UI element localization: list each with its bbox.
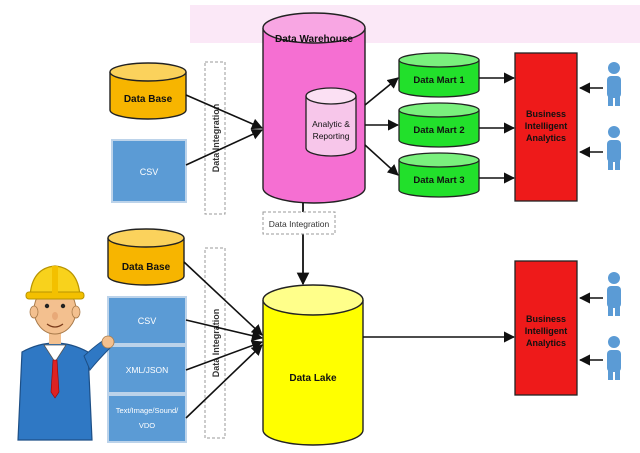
top-bi-line2: Intelligent bbox=[525, 121, 568, 131]
top-database-cylinder: Data Base bbox=[109, 62, 187, 120]
top-csv-label: CSV bbox=[140, 167, 159, 177]
data-mart-1: Data Mart 1 bbox=[398, 52, 480, 98]
top-database-label: Data Base bbox=[124, 94, 173, 105]
user-icon bbox=[607, 272, 621, 316]
bottom-integration-box: Data Integration bbox=[204, 247, 226, 439]
middle-integration-box: Data Integration bbox=[262, 211, 336, 235]
data-mart-3-label: Data Mart 3 bbox=[413, 175, 464, 186]
data-mart-2-label: Data Mart 2 bbox=[413, 125, 464, 136]
arrow-bottom-xml-to-lake bbox=[185, 340, 264, 371]
bottom-xml-box: XML/JSON bbox=[107, 345, 187, 394]
analytic-reporting-cylinder: Analytic & Reporting bbox=[305, 87, 357, 157]
bottom-xml-label: XML/JSON bbox=[126, 365, 169, 375]
data-mart-3: Data Mart 3 bbox=[398, 152, 480, 198]
data-lake-label: Data Lake bbox=[289, 373, 337, 384]
top-bi-box: Business Intelligent Analytics bbox=[514, 52, 578, 202]
user-icon bbox=[607, 126, 621, 170]
arrow-csv-to-warehouse bbox=[185, 129, 264, 166]
bottom-csv-label: CSV bbox=[138, 316, 157, 326]
top-csv-box: CSV bbox=[111, 139, 187, 203]
top-integration-box: Data Integration bbox=[204, 61, 226, 215]
top-bi-line3: Analytics bbox=[526, 133, 566, 143]
top-bi-line1: Business bbox=[526, 109, 566, 119]
bottom-integration-label: Data Integration bbox=[211, 309, 221, 378]
middle-integration-label: Data Integration bbox=[269, 219, 330, 229]
analytic-label-line2: Reporting bbox=[313, 131, 350, 141]
bottom-media-box: Text/Image/Sound/ VDO bbox=[107, 394, 187, 443]
arrow-bottom-media-to-lake bbox=[185, 344, 263, 419]
arrow-bottom-db-to-lake bbox=[183, 261, 263, 336]
bottom-database-label: Data Base bbox=[122, 262, 171, 273]
top-integration-label: Data Integration bbox=[211, 104, 221, 173]
bottom-bi-line2: Intelligent bbox=[525, 326, 568, 336]
engineer-hardhat-icon bbox=[17, 265, 115, 441]
bottom-database-cylinder: Data Base bbox=[107, 228, 185, 286]
bottom-bi-line1: Business bbox=[526, 314, 566, 324]
data-mart-1-label: Data Mart 1 bbox=[413, 75, 465, 86]
arrow-bottom-csv-to-lake bbox=[185, 319, 264, 342]
data-mart-2: Data Mart 2 bbox=[398, 102, 480, 148]
bottom-media-line2: VDO bbox=[139, 421, 155, 430]
bottom-bi-box: Business Intelligent Analytics bbox=[514, 260, 578, 396]
bottom-csv-box: CSV bbox=[107, 296, 187, 345]
arrow-warehouse-to-mart1 bbox=[364, 77, 399, 106]
data-warehouse-label: Data Warehouse bbox=[275, 34, 353, 45]
arrow-db-to-warehouse bbox=[185, 94, 264, 130]
arrow-warehouse-to-mart3 bbox=[364, 144, 399, 176]
analytic-label-line1: Analytic & bbox=[312, 119, 350, 129]
data-lake-cylinder: Data Lake bbox=[262, 284, 364, 446]
top-banner bbox=[190, 5, 640, 43]
bottom-bi-line3: Analytics bbox=[526, 338, 566, 348]
user-icon bbox=[607, 62, 621, 106]
bottom-media-line1: Text/Image/Sound/ bbox=[116, 406, 179, 415]
user-icon bbox=[607, 336, 621, 380]
